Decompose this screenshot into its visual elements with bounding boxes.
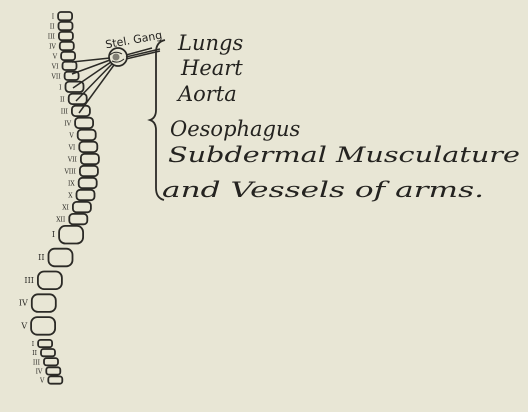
vertebra-numeral: III xyxy=(33,359,41,366)
vertebra xyxy=(61,52,75,60)
vertebra xyxy=(38,340,52,347)
vertebra-numeral: V xyxy=(20,321,27,330)
vertebra-numeral: III xyxy=(24,276,33,285)
vertebra xyxy=(49,249,73,267)
vertebra xyxy=(38,272,62,290)
vertebra-numeral: X xyxy=(68,193,73,200)
ganglion-fibers xyxy=(126,48,160,59)
vertebra xyxy=(79,142,97,152)
vertebra xyxy=(79,178,97,188)
stellate-ganglion-label: Stel. Gang xyxy=(104,29,163,52)
vertebra xyxy=(80,166,98,176)
vertebra-numeral: IV xyxy=(36,368,43,375)
vertebra xyxy=(32,294,56,312)
vertebra-numeral: III xyxy=(61,108,69,115)
vertebra-numeral: V xyxy=(39,378,45,385)
vertebra xyxy=(78,130,96,140)
vertebra-numeral: IV xyxy=(19,299,28,308)
vertebra-numeral: XII xyxy=(56,217,66,224)
vertebra-numeral: VII xyxy=(51,73,62,80)
vertebra xyxy=(73,202,91,212)
vertebra xyxy=(59,226,83,244)
stellate-ganglion xyxy=(109,48,127,66)
vertebra xyxy=(46,367,60,374)
organ-label-subdermal-musculature: Subdermal Musculature xyxy=(168,143,520,167)
vertebra-numeral: II xyxy=(50,24,55,31)
vertebra xyxy=(59,22,73,30)
vertebra xyxy=(75,118,93,128)
vertebra-numeral: V xyxy=(68,132,74,139)
vertebra xyxy=(31,317,55,335)
vertebra-numeral: V xyxy=(52,53,58,60)
organ-label-aorta: Aorta xyxy=(176,82,237,106)
organ-label-vessels-of-arms: and Vessels of arms. xyxy=(162,178,484,202)
vertebra-numeral: I xyxy=(52,14,55,21)
vertebra xyxy=(48,376,62,383)
vertebra-numeral: II xyxy=(38,253,44,262)
vertebra-numeral: IV xyxy=(64,120,71,127)
vertebra-numeral: I xyxy=(32,341,35,348)
vertebra-numeral: II xyxy=(32,350,37,357)
vertebra-numeral: III xyxy=(48,34,56,41)
vertebra xyxy=(69,214,87,224)
vertebra-numeral: I xyxy=(59,84,62,91)
vertebra xyxy=(41,349,55,356)
vertebra xyxy=(59,32,73,40)
vertebra xyxy=(58,12,72,20)
vertebra xyxy=(60,42,74,50)
vertebra-numeral: VI xyxy=(68,144,76,151)
vertebra-numeral: IX xyxy=(68,181,75,188)
vertebra-numeral: VIII xyxy=(63,169,76,176)
organ-label-lungs: Lungs xyxy=(177,31,243,55)
vertebra-numeral: II xyxy=(60,96,65,103)
organ-label-oesophagus: Oesophagus xyxy=(170,117,301,141)
vertebra-numeral: I xyxy=(52,230,55,239)
organ-brace xyxy=(150,40,165,200)
organ-label-heart: Heart xyxy=(180,56,243,80)
vertebra-numeral: VI xyxy=(51,63,59,70)
vertebra-numeral: XI xyxy=(62,205,69,212)
vertebra-numeral: VII xyxy=(67,157,78,164)
vertebra-numeral: IV xyxy=(49,44,56,51)
vertebra xyxy=(81,154,99,164)
vertebra xyxy=(63,62,77,70)
vertebra xyxy=(44,358,58,365)
vertebra xyxy=(77,190,95,200)
